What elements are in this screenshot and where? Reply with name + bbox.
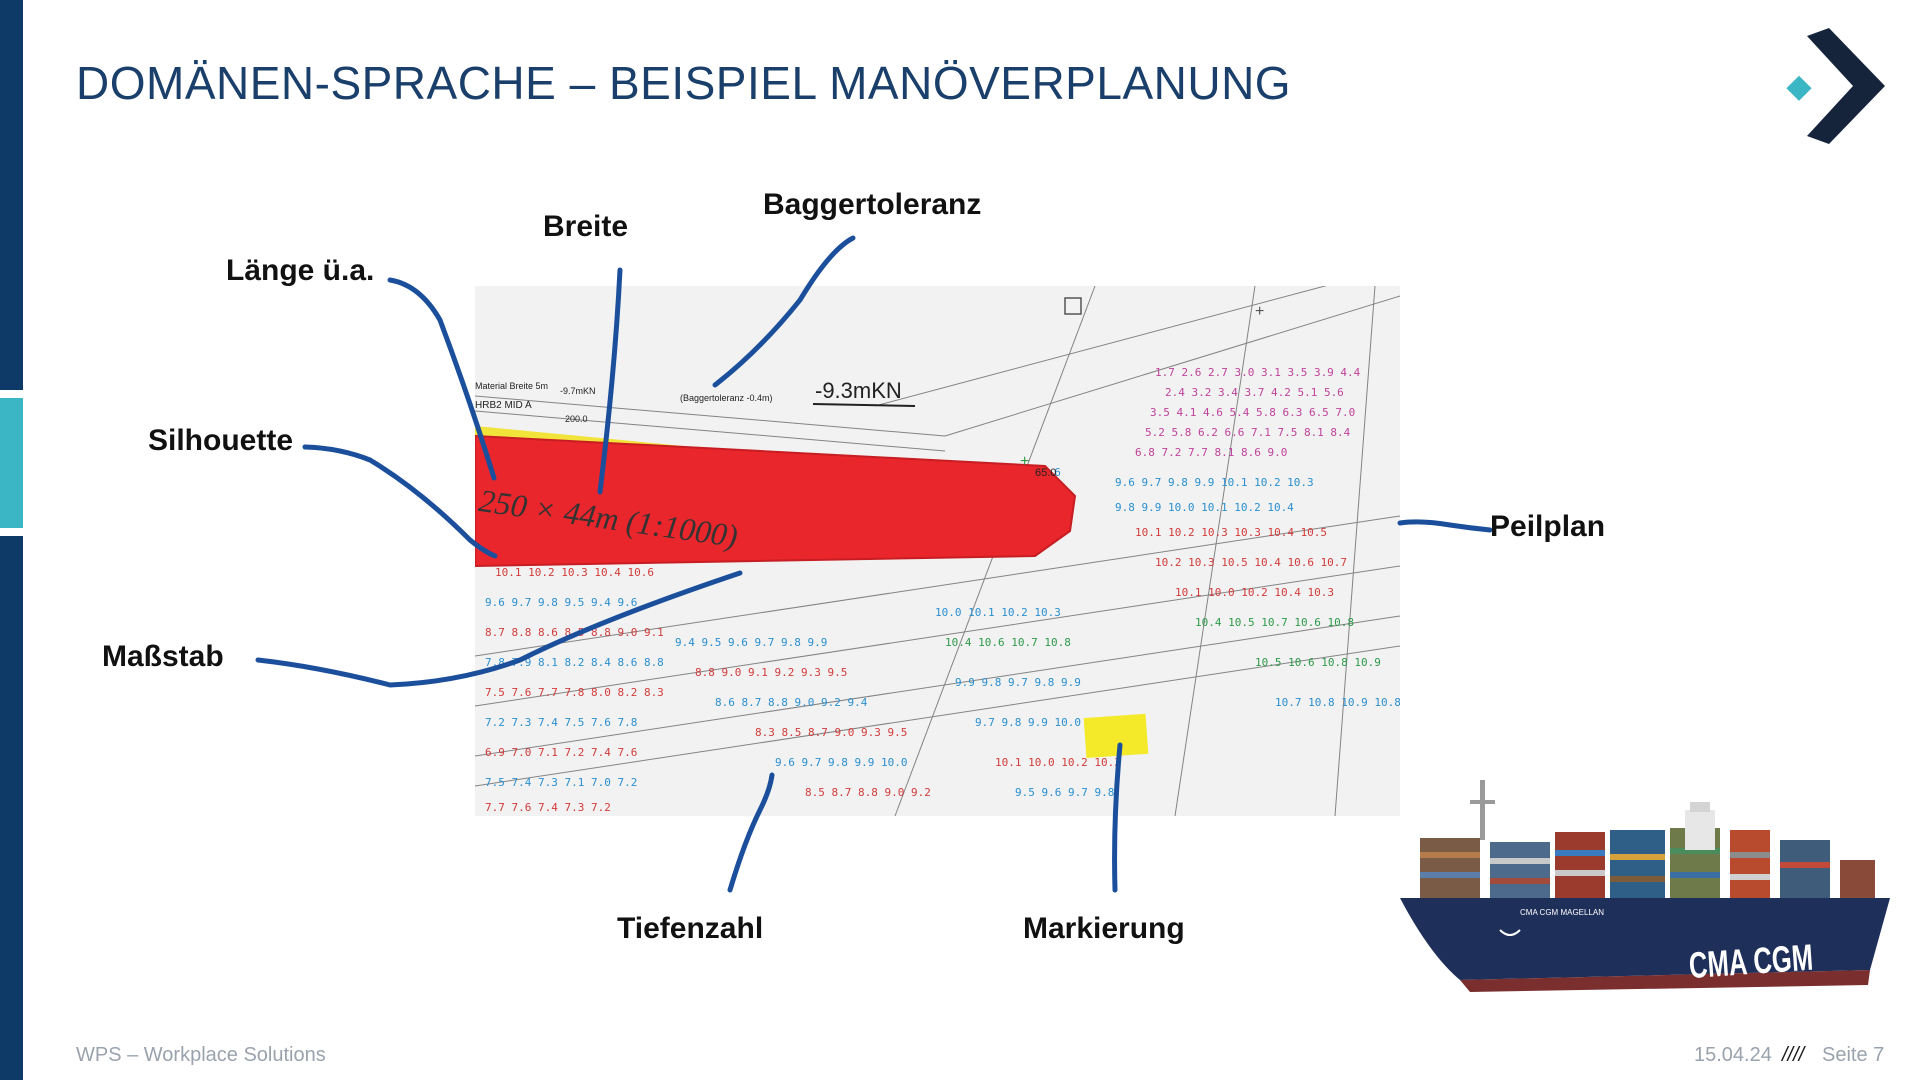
svg-text:10.4 10.6 10.7 10.8: 10.4 10.6 10.7 10.8 [945,636,1071,649]
svg-text:7.7 7.6 7.4 7.3 7.2: 7.7 7.6 7.4 7.3 7.2 [485,801,611,814]
label-baggertoleranz: Baggertoleranz [763,188,982,221]
svg-text:10.1 10.0 10.2 10.4 10.3: 10.1 10.0 10.2 10.4 10.3 [1175,586,1334,599]
ship-hull-lettering: CMA CGM [1688,936,1815,986]
plan-label-material: Material Breite 5m [475,381,548,391]
svg-text:10.7 10.8 10.9 10.8: 10.7 10.8 10.9 10.8 [1275,696,1400,709]
label-tiefenzahl: Tiefenzahl [617,912,764,945]
line-silhouette [302,444,498,559]
footer-date: 15.04.24 [1694,1044,1772,1066]
svg-text:9.8 9.9 10.0 10.1 10.2 10.4: 9.8 9.9 10.0 10.1 10.2 10.4 [1115,501,1294,514]
svg-text:3.5 4.1 4.6 5.4 5.8 6.3 6.5 7.: 3.5 4.1 4.6 5.4 5.8 6.3 6.5 7.0 [1150,406,1355,419]
label-peilplan: Peilplan [1490,510,1606,543]
svg-text:9.4 9.5 9.6 9.7 9.8 9.9: 9.4 9.5 9.6 9.7 9.8 9.9 [675,636,827,649]
svg-text:10.2 10.3 10.5 10.4 10.6 10.7: 10.2 10.3 10.5 10.4 10.6 10.7 [1155,556,1347,569]
svg-text:8.6 8.7 8.8 9.0 9.2 9.4: 8.6 8.7 8.8 9.0 9.2 9.4 [715,696,868,709]
svg-text:9.9 9.8 9.7 9.8 9.9: 9.9 9.8 9.7 9.8 9.9 [955,676,1081,689]
svg-text:6.9 7.0 7.1 7.2 7.4 7.6: 6.9 7.0 7.1 7.2 7.4 7.6 [485,746,637,759]
svg-text:8.8 9.0 9.1 9.2 9.3 9.5: 8.8 9.0 9.1 9.2 9.3 9.5 [695,666,847,679]
svg-text:1.7 2.6 2.7 3.0 3.1 3.5 3.9 4.: 1.7 2.6 2.7 3.0 3.1 3.5 3.9 4.4 [1155,366,1361,379]
footer-separator: //// [1782,1044,1805,1066]
slide-title: DOMÄNEN-SPRACHE – BEISPIEL MANÖVERPLANUN… [76,57,1292,109]
plan-label-hrb: HRB2 MID A [475,400,532,411]
plan-label-65: 65.0 [1035,467,1056,479]
svg-text:8.3 8.5 8.7 9.0 9.3 9.5: 8.3 8.5 8.7 9.0 9.3 9.5 [755,726,907,739]
survey-plan-photo: 1.7 2.6 2.7 3.0 3.1 3.5 3.9 4.4 2.4 3.2 … [475,286,1400,816]
svg-text:10.1 10.2 10.3 10.4 10.6: 10.1 10.2 10.3 10.4 10.6 [495,566,654,579]
svg-text:9.7 9.8 9.9 10.0: 9.7 9.8 9.9 10.0 [975,716,1081,729]
svg-text:9.6 9.7 9.8 9.5 9.4 9.6: 9.6 9.7 9.8 9.5 9.4 9.6 [485,596,637,609]
svg-text:5.2 5.8 6.2 6.6 7.1 7.5 8.1 8.: 5.2 5.8 6.2 6.6 7.1 7.5 8.1 8.4 [1145,426,1351,439]
svg-text:7.2 7.3 7.4 7.5 7.6 7.8: 7.2 7.3 7.4 7.5 7.6 7.8 [485,716,637,729]
plan-label-200: 200.0 [565,414,588,424]
svg-text:7.8 7.9 8.1 8.2 8.4 8.6 8.8: 7.8 7.9 8.1 8.2 8.4 8.6 8.8 [485,656,664,669]
svg-text:9.6 9.7 9.8 9.9 10.1 10.2 10.3: 9.6 9.7 9.8 9.9 10.1 10.2 10.3 [1115,476,1314,489]
svg-text:10.4 10.5 10.7 10.6 10.8: 10.4 10.5 10.7 10.6 10.8 [1195,616,1354,629]
label-silhouette: Silhouette [148,424,294,457]
plan-label-tolerance: (Baggertoleranz -0.4m) [680,393,773,403]
ship-name-lettering: CMA CGM MAGELLAN [1520,908,1604,917]
svg-text:8.7 8.8 8.6 8.5 8.8 9.0 9.1: 8.7 8.8 8.6 8.5 8.8 9.0 9.1 [485,626,664,639]
sidebar-accent-top [0,0,23,390]
svg-text:10.0 10.1 10.2 10.3: 10.0 10.1 10.2 10.3 [935,606,1061,619]
svg-text:7.5 7.4 7.3 7.1 7.0 7.2: 7.5 7.4 7.3 7.1 7.0 7.2 [485,776,637,789]
label-massstab: Maßstab [102,640,224,673]
svg-text:9.6 9.7 9.8 9.9 10.0: 9.6 9.7 9.8 9.9 10.0 [775,756,907,769]
line-peilplan [1397,519,1493,533]
svg-text:10.1 10.2 10.3 10.3 10.4 10.5: 10.1 10.2 10.3 10.3 10.4 10.5 [1135,526,1327,539]
svg-text:7.5 7.6 7.7 7.8 8.0 8.2 8.3: 7.5 7.6 7.7 7.8 8.0 8.2 8.3 [485,686,664,699]
sidebar-accent-bottom [0,536,23,1080]
svg-text:10.5 10.6 10.8 10.9: 10.5 10.6 10.8 10.9 [1255,656,1381,669]
label-laenge: Länge ü.a. [226,254,375,287]
sidebar-accent-middle [0,398,23,528]
plan-depth-label: -9.3mKN [815,378,902,403]
svg-text:6.8 7.2 7.7 8.1 8.6 9.0: 6.8 7.2 7.7 8.1 8.6 9.0 [1135,446,1287,459]
svg-text:2.4 3.2 3.4 3.7 4.2 5.1 5.6: 2.4 3.2 3.4 3.7 4.2 5.1 5.6 [1165,386,1344,399]
svg-text:9.5 9.6 9.7 9.8: 9.5 9.6 9.7 9.8 [1015,786,1114,799]
plan-label-depth-small: -9.7mKN [560,386,596,396]
container-ship-image: CMA CGM CMA CGM MAGELLAN [1400,780,1890,992]
label-markierung: Markierung [1023,912,1185,945]
svg-text:+: + [1020,453,1029,470]
footer-page-number: Seite 7 [1822,1044,1885,1066]
company-logo-icon [1786,28,1885,144]
svg-text:10.1 10.0 10.2 10.3: 10.1 10.0 10.2 10.3 [995,756,1121,769]
svg-text:+: + [1255,303,1264,320]
label-breite: Breite [543,210,629,243]
footer-company: WPS – Workplace Solutions [76,1044,326,1066]
svg-text:8.5 8.7 8.8 9.0 9.2: 8.5 8.7 8.8 9.0 9.2 [805,786,931,799]
